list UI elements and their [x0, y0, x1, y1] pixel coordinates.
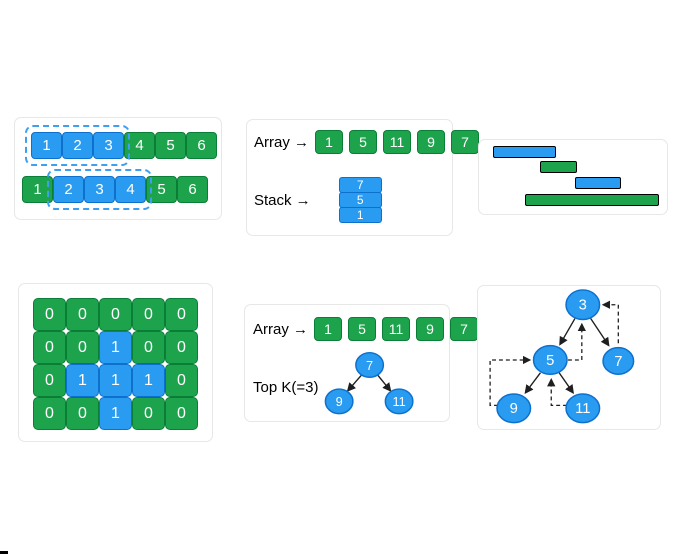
- stack: 7 5 1: [338, 177, 382, 223]
- heap-node-label: 9: [336, 394, 343, 409]
- panel-array-stack: Array → 1 5 11 9 7 Stack → 7 5 1: [246, 119, 480, 236]
- matrix-cell: 0: [33, 298, 66, 331]
- tree-edge-dashed: [547, 378, 568, 406]
- tree-node-label: 3: [579, 298, 587, 314]
- array-cell: 1: [315, 130, 344, 154]
- tree-node-label: 7: [614, 354, 622, 370]
- matrix-cell: 1: [99, 331, 132, 364]
- panel-matrix: 0 0 0 0 0 0 0 1 0 0 0 1 1 1 0 0 0 1 0 0: [18, 283, 213, 442]
- tree-edge-solid: [524, 372, 541, 394]
- tree-edge-dashed: [568, 322, 586, 361]
- sliding-window-row: 1 2 3 4 5 6: [25, 125, 217, 166]
- panel-top-k-heap: Array → 1 5 11 9 7 Top K(=3) 7 9 11: [244, 304, 479, 422]
- matrix-cell: 0: [66, 331, 99, 364]
- interval-bar: [575, 177, 621, 189]
- screenshot-artifact: [0, 551, 8, 554]
- heap-edge: [376, 374, 392, 392]
- tree-node: [496, 393, 532, 424]
- heap-edge: [346, 374, 363, 392]
- array-cell: 11: [383, 130, 412, 154]
- array-cell: 1: [31, 132, 62, 159]
- array-cell: 3: [93, 132, 124, 159]
- array-cell: 3: [84, 176, 115, 203]
- tree-node: [565, 289, 601, 321]
- matrix-grid: 0 0 0 0 0 0 0 1 0 0 0 1 1 1 0 0 0 1 0 0: [33, 298, 198, 430]
- interval-bar: [540, 161, 577, 173]
- panel-intervals: [478, 139, 668, 215]
- stack-cell: 7: [338, 177, 382, 193]
- heap-node-label: 11: [392, 394, 405, 409]
- matrix-cell: 0: [165, 298, 198, 331]
- array-cell: 5: [348, 317, 377, 341]
- interval-bar: [525, 194, 659, 206]
- matrix-cell: 1: [99, 364, 132, 397]
- matrix-cell: 1: [132, 364, 165, 397]
- tree-node: [602, 346, 635, 376]
- array-cell: 9: [416, 317, 445, 341]
- tree-svg: 3 5 7 9 11: [489, 289, 635, 424]
- array-label: Array →: [253, 320, 309, 338]
- array-cell: 5: [349, 130, 378, 154]
- heap-svg: 7 9 11: [324, 351, 414, 415]
- stack-label: Stack →: [254, 191, 311, 209]
- stack-cell: 1: [338, 207, 382, 223]
- tree-node-label: 11: [575, 401, 590, 417]
- matrix-cell: 0: [66, 397, 99, 430]
- tree-node: [565, 393, 601, 424]
- array-cell: 5: [155, 132, 186, 159]
- heap-node: [324, 388, 354, 415]
- heap-node: [384, 388, 414, 415]
- array-row: Array → 1 5 11 9 7: [253, 317, 479, 341]
- matrix-cell: 1: [66, 364, 99, 397]
- matrix-cell: 0: [33, 331, 66, 364]
- stack-row: Stack → 7 5 1: [254, 177, 382, 223]
- matrix-cell: 0: [165, 364, 198, 397]
- matrix-cell: 0: [99, 298, 132, 331]
- window-outline: [25, 125, 130, 166]
- array-cell: 2: [53, 176, 84, 203]
- matrix-cell: 0: [132, 331, 165, 364]
- tree-node-label: 5: [546, 353, 554, 369]
- interval-bar: [493, 146, 556, 158]
- heap-node-label: 7: [366, 358, 373, 373]
- tree-node: [532, 344, 568, 376]
- tree-edge-solid: [558, 372, 574, 394]
- panel-tree-traversal: 3 5 7 9 11: [477, 285, 661, 430]
- array-cell: 6: [186, 132, 217, 159]
- tree-edge-solid: [590, 318, 610, 347]
- array-cell: 4: [115, 176, 146, 203]
- tree-edge-solid: [559, 318, 576, 346]
- array-cell: 7: [451, 130, 480, 154]
- top-k-label: Top K(=3): [253, 379, 319, 396]
- matrix-cell: 0: [165, 397, 198, 430]
- matrix-cell: 1: [99, 397, 132, 430]
- array-cell: 6: [177, 176, 208, 203]
- heap-node: [355, 351, 385, 378]
- array-cell: 2: [62, 132, 93, 159]
- stack-cell: 5: [338, 192, 382, 208]
- tree-node-label: 9: [510, 401, 518, 417]
- array-cell: 7: [450, 317, 479, 341]
- array-label: Array →: [254, 133, 310, 151]
- matrix-cell: 0: [66, 298, 99, 331]
- panel-sliding-window: 1 2 3 4 5 6 1 2 3 4 5 6: [14, 117, 222, 220]
- array-cell: 11: [382, 317, 411, 341]
- matrix-cell: 0: [33, 397, 66, 430]
- tree-edge-dashed: [489, 355, 532, 406]
- matrix-cell: 0: [132, 397, 165, 430]
- window-outline: [47, 169, 152, 210]
- sliding-window-row: 1 2 3 4 5 6: [22, 169, 208, 210]
- tree-edge-dashed: [601, 300, 619, 344]
- matrix-cell: 0: [132, 298, 165, 331]
- array-cell: 1: [314, 317, 343, 341]
- matrix-cell: 0: [165, 331, 198, 364]
- matrix-cell: 0: [33, 364, 66, 397]
- array-row: Array → 1 5 11 9 7: [254, 130, 480, 154]
- array-cell: 9: [417, 130, 446, 154]
